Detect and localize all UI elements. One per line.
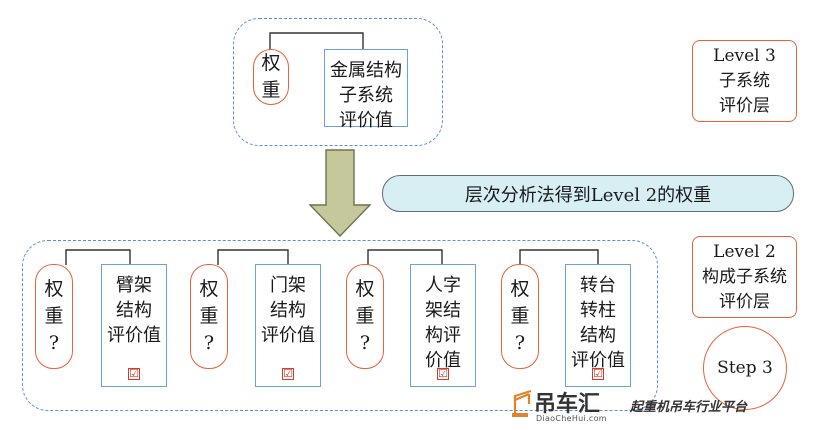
- group2-value-label: 门架 结构 评价值: [261, 275, 315, 346]
- watermark: 吊车汇 DiaoCheHui.com 起重机吊车行业平台: [512, 384, 812, 428]
- group4-value-label: 转台 转柱 结构 评价值: [571, 275, 625, 371]
- group3-value-label: 人字 架结 构评 价值: [425, 275, 461, 371]
- top-value-label: 金属结构 子系统 评价值: [330, 60, 402, 131]
- level3-box: Level 3 子系统 评价层: [692, 40, 797, 122]
- crane-logo-icon: [512, 389, 532, 417]
- group2-value-box: 门架 结构 评价值 ☑: [255, 264, 321, 387]
- watermark-tagline: 起重机吊车行业平台: [630, 400, 748, 415]
- group1-value-box: 臂架 结构 评价值 ☑: [101, 264, 167, 387]
- step-circle: Step 3: [703, 326, 787, 410]
- group1-checkbox-icon: ☑: [128, 367, 140, 380]
- group4-weight-box: 权 重 ?: [501, 264, 539, 369]
- level2-box: Level 2 构成子系统 评价层: [692, 236, 797, 318]
- group3-weight-box: 权 重 ?: [346, 264, 384, 369]
- group2-connector: [217, 249, 289, 265]
- watermark-url: DiaoCheHui.com: [536, 414, 607, 423]
- group2-weight-box: 权 重 ?: [190, 264, 228, 369]
- top-weight-box: 权 重: [253, 49, 289, 105]
- top-value-box: 金属结构 子系统 评价值: [324, 49, 408, 131]
- bottom-group-frame: [22, 240, 658, 411]
- group4-checkbox-icon: ☑: [592, 367, 604, 380]
- group2-checkbox-icon: ☑: [282, 367, 294, 380]
- down-arrow-icon: [308, 149, 372, 238]
- top-connector: [269, 32, 364, 50]
- group1-connector: [65, 249, 131, 265]
- top-group-frame: [233, 18, 443, 146]
- watermark-logo-text: 吊车汇: [534, 392, 601, 417]
- group4-connector: [519, 249, 599, 265]
- group4-value-box: 转台 转柱 结构 评价值 ☑: [565, 264, 631, 387]
- group3-connector: [367, 249, 443, 265]
- group3-value-box: 人字 架结 构评 价值 ☑: [410, 264, 476, 387]
- group1-value-label: 臂架 结构 评价值: [107, 275, 161, 346]
- ahp-banner: 层次分析法得到Level 2的权重: [382, 175, 794, 212]
- group3-checkbox-icon: ☑: [437, 367, 449, 380]
- group1-weight-box: 权 重 ?: [35, 264, 73, 369]
